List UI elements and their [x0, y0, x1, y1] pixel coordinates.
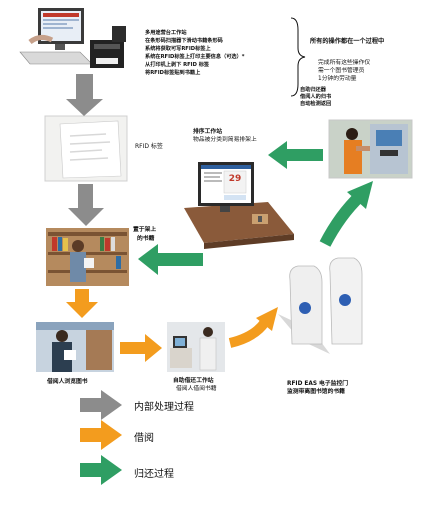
workstation-line-1: 在条形码扫描器下滑动书籍条形码 [145, 38, 223, 44]
legend-label-internal: 内部处理过程 [134, 402, 194, 413]
arrow-internal-1 [66, 74, 103, 116]
arrow-return-2 [138, 244, 203, 275]
sort-station-subtitle: 物品被分类到简易排架上 [193, 137, 257, 143]
computer-icon [19, 8, 93, 65]
legend-label-return: 归还过程 [134, 469, 174, 480]
printer-icon [90, 26, 126, 68]
bracket-shape [290, 17, 306, 97]
browse-caption: 借阅人浏览图书 [47, 379, 88, 385]
arrow-borrow-2 [120, 334, 162, 362]
rfid-label-image [44, 115, 128, 182]
workstation-line-2: 系统将获取可写RFID标签上 [145, 46, 211, 52]
all-ops-line-2: 需一个图书管理员 [318, 68, 365, 74]
return-note-line-3: 自动检测返回 [300, 101, 332, 107]
all-ops-line-3: 1分钟的劳动量 [318, 76, 357, 82]
gate-caption-subtitle: 监测带离图书馆的书籍 [287, 389, 345, 395]
self-checkout-photo [167, 322, 225, 372]
arrow-internal-2 [68, 184, 104, 226]
workstation-title: 多用途营台工作站 [145, 30, 187, 36]
sort-screen-number: 29 [228, 174, 242, 184]
workstation-line-5: 将RFID标签贴到书籍上 [145, 70, 201, 76]
browse-photo [36, 322, 114, 372]
arrow-return-1 [319, 181, 373, 247]
all-ops-title: 所有的操作都在一个过程中 [310, 38, 385, 45]
shelf-caption-1: 置于架上 [133, 227, 157, 233]
shelf-caption-2: 的书籍 [137, 236, 155, 242]
sort-station-title: 排序工作站 [193, 129, 222, 135]
shelf-photo [46, 228, 129, 286]
legend-arrow-borrow [80, 420, 122, 450]
legend-label-borrow: 借阅 [134, 433, 154, 444]
legend-arrow-return [80, 455, 122, 485]
return-note-line-2: 借阅人的归书 [300, 94, 332, 100]
rfid-label-caption: RFID 标签 [135, 143, 163, 150]
return-photo [328, 119, 413, 179]
legend-arrow-internal [80, 390, 122, 420]
sort-workstation-image [184, 162, 294, 249]
arrow-return-3 [268, 141, 323, 169]
workstation-line-3: 系统在RFID标签上打印主要信息（可选）* [145, 54, 245, 60]
gate-caption-title: RFID EAS 电子监控门 [287, 381, 349, 387]
all-ops-line-1: 完成所有这些操作仅 [318, 60, 371, 66]
rfid-gate-image [278, 257, 363, 354]
workstation-line-4: 从打印机上剥下 RFID 标签 [145, 62, 210, 68]
arrow-borrow-1 [66, 289, 98, 318]
arrow-borrow-3 [228, 307, 278, 348]
checkout-caption-title: 自助借还工作站 [173, 378, 214, 384]
return-note-line-1: 自助归还器 [300, 87, 326, 93]
checkout-caption-subtitle: 借阅人借阅书籍 [176, 386, 217, 392]
